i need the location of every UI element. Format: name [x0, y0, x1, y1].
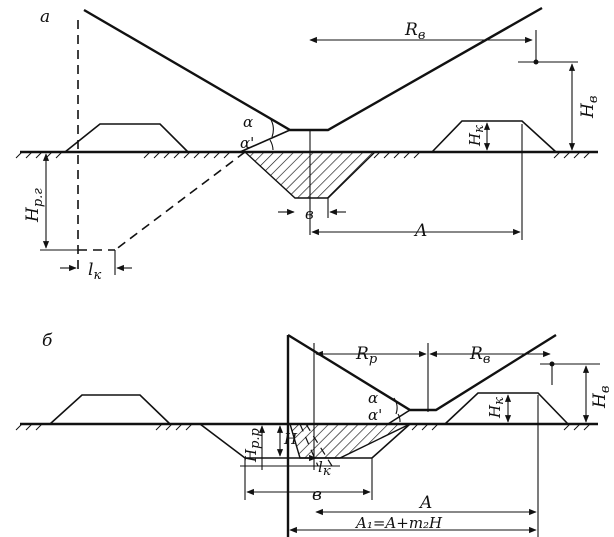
hpr-label-a: Hр.г	[23, 188, 46, 223]
hv-label-a: Hв	[578, 96, 601, 119]
panel-b-letter: б	[42, 331, 53, 351]
alpha-prime-arc-a	[269, 139, 274, 151]
excavator-boom-b	[287, 333, 557, 412]
panel-a-letter: а	[40, 7, 50, 27]
hv-point-a	[533, 59, 539, 65]
alpha-prime-label-b: α'	[368, 406, 382, 424]
hk-label-b: Hк	[486, 397, 507, 419]
a1-label-b: A₁=A+m₂H	[354, 514, 443, 532]
lk-label-b: lк	[318, 458, 331, 479]
ground-hatch-b	[15, 423, 591, 431]
b-label-a: в	[305, 205, 314, 223]
lk-label-a: lк	[88, 260, 101, 283]
dashed-slope-a	[114, 151, 246, 251]
panel-a: а	[15, 6, 601, 283]
alpha-arc-b	[393, 397, 398, 415]
alpha-label-a: α	[243, 113, 253, 131]
alpha-label-b: α	[368, 389, 378, 407]
h-label-b: H	[283, 430, 298, 448]
alpha-arc-a	[269, 117, 274, 138]
trench-section-b	[289, 423, 411, 459]
b-label-b: в	[312, 485, 322, 505]
ground-hatch-a	[15, 151, 591, 159]
alpha-prime-arc-b	[397, 413, 401, 423]
hv-label-b: Hв	[590, 386, 613, 409]
slope-line-a	[239, 129, 291, 153]
hk-label-a: Hк	[466, 125, 487, 147]
dashed-1-b	[299, 423, 319, 467]
excavator-boom-a	[83, 6, 543, 132]
a-label-a: A	[413, 221, 427, 241]
hpr-label-b: Hр.р	[242, 427, 263, 463]
panel-b: б α α' Rр	[15, 331, 613, 537]
left-spoil-bank-b	[49, 394, 171, 425]
alpha-prime-label-a: α'	[240, 134, 254, 152]
rp-label-b: Rр	[355, 344, 378, 367]
right-spoil-bank-a	[431, 120, 557, 153]
right-spoil-bank-b	[444, 392, 569, 425]
rv-label-a: Rв	[404, 20, 425, 43]
left-spoil-bank-a	[64, 123, 189, 153]
rv-label-b: Rв	[469, 344, 490, 367]
a-label-b: A	[418, 493, 432, 513]
